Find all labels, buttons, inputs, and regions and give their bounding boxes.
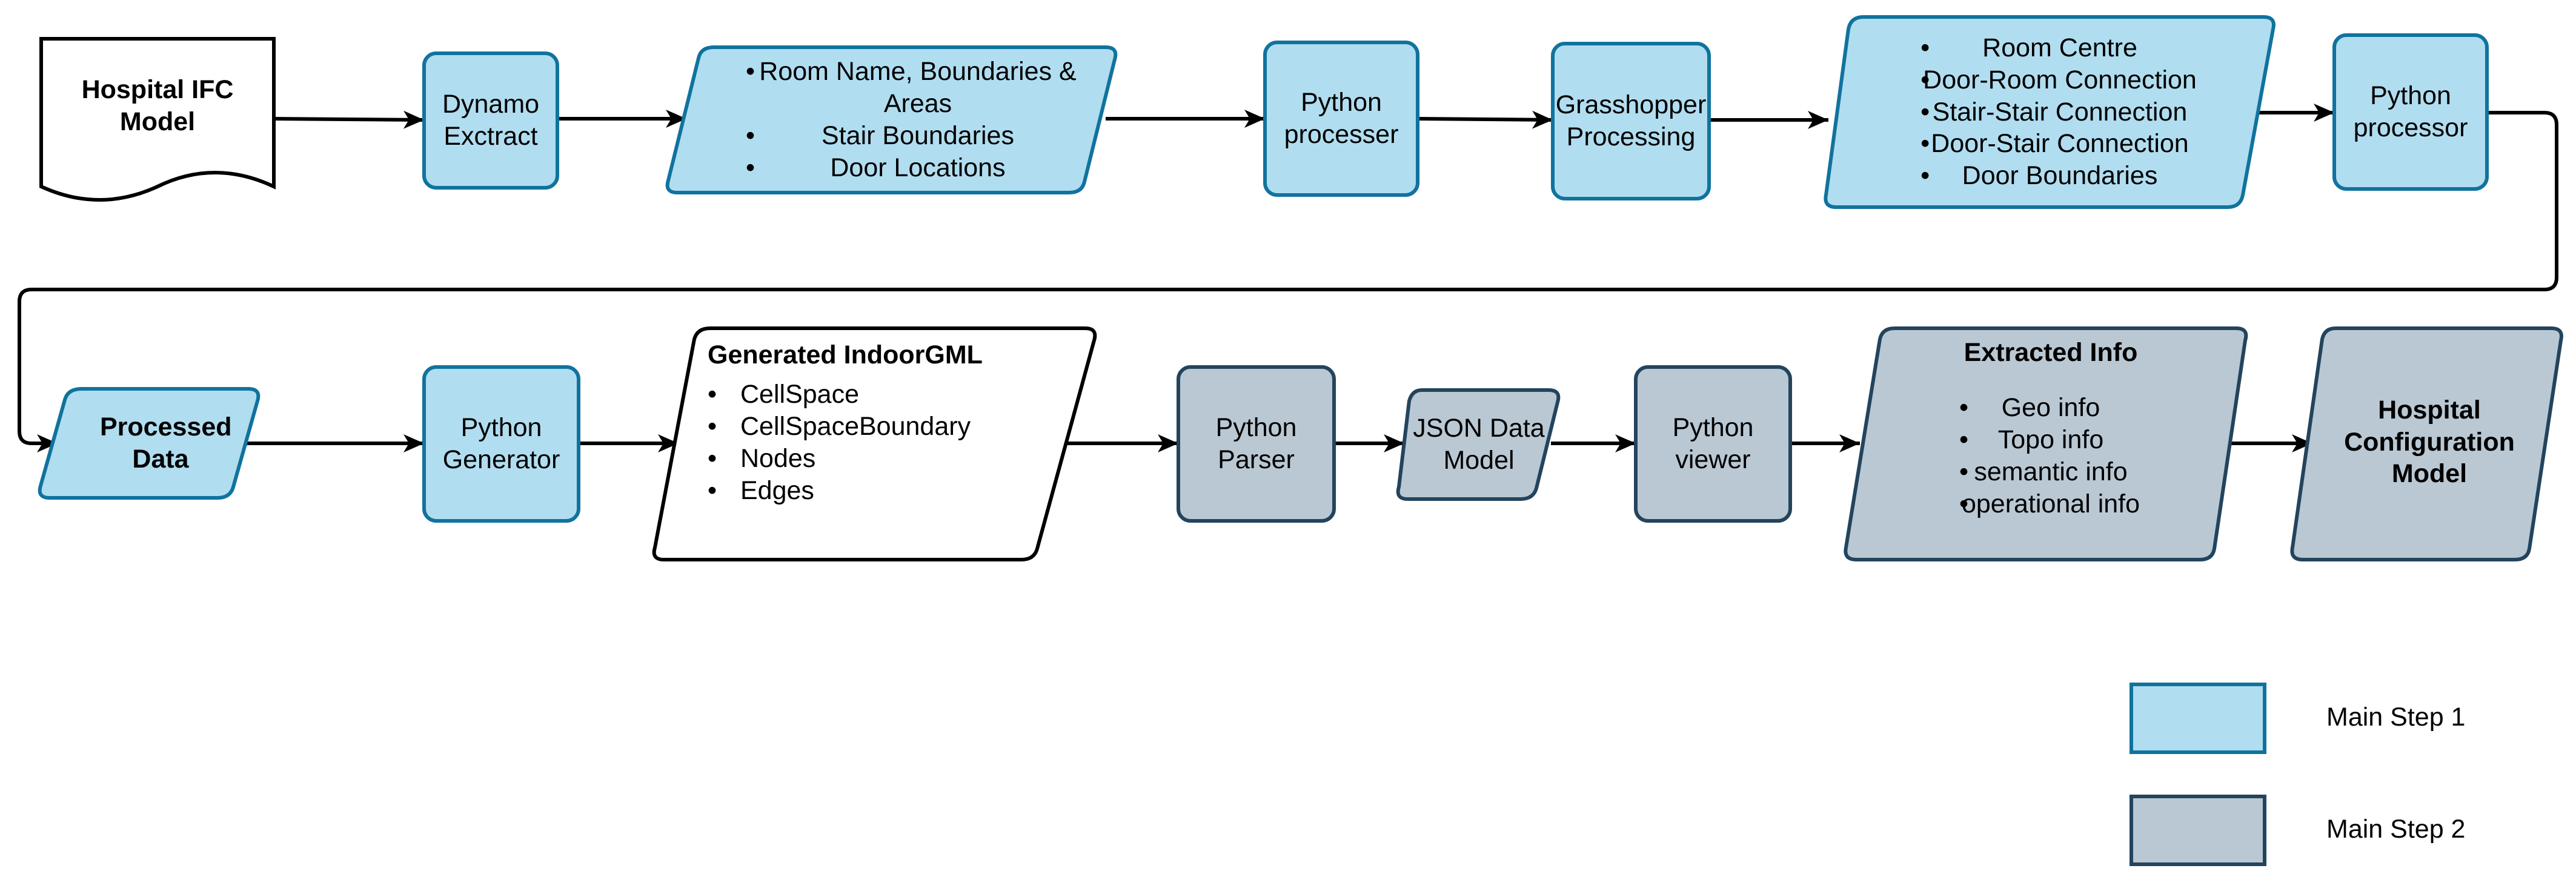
- extracted-items-label: Room Name, Boundaries & Areas Stair Boun…: [746, 52, 1087, 188]
- hospital-config-text: Hospital Configuration Model: [2344, 395, 2515, 489]
- connection-item: Door Boundaries: [1920, 160, 2197, 192]
- extracted-items-list: Room Name, Boundaries & Areas Stair Boun…: [746, 56, 1087, 184]
- grasshopper-label: Grasshopper Processing: [1555, 47, 1707, 195]
- grasshopper-text: Grasshopper Processing: [1555, 90, 1707, 151]
- indoorgml-list: CellSpace CellSpaceBoundary Nodes Edges: [708, 379, 971, 507]
- indoorgml-item: Edges: [708, 475, 971, 507]
- legend-label-step2: Main Step 2: [2326, 815, 2466, 844]
- extracted-info-list: Geo info Topo info semantic info operati…: [1959, 392, 2140, 520]
- hospital-config-parallelogram-shape: [2290, 326, 2563, 561]
- indoorgml-item: CellSpace: [708, 379, 971, 411]
- indoorgml-title: Generated IndoorGML: [708, 340, 983, 369]
- python-viewer-label: Python viewer: [1639, 371, 1787, 517]
- json-model-text: JSON Data Model: [1413, 414, 1545, 475]
- dynamo-text: Dynamo Exctract: [442, 90, 540, 151]
- arrow-python-processor-to-processed-data: [18, 111, 2558, 452]
- indoorgml-item: CellSpaceBoundary: [708, 411, 971, 443]
- python-parser-label: Python Parser: [1182, 371, 1330, 517]
- python-viewer-text: Python viewer: [1672, 413, 1754, 474]
- python-processer-text: Python processer: [1284, 88, 1399, 149]
- legend-swatch-step1: [2130, 683, 2266, 754]
- extracted-info-label: Extracted Info Geo info Topo info semant…: [1872, 337, 2229, 543]
- python-processor-shape: [2332, 33, 2489, 191]
- hospital-ifc-document-shape: [39, 37, 276, 202]
- hospital-ifc-label: Hospital IFC Model: [47, 67, 268, 145]
- processed-data-text: Processed Data: [100, 412, 232, 474]
- python-parser-text: Python Parser: [1215, 413, 1297, 474]
- connectors: [18, 104, 2558, 452]
- connection-item: Door-Stair Connection: [1920, 128, 2197, 160]
- extracted-item: Door Locations: [746, 152, 1087, 184]
- connection-item: Room Centre: [1920, 32, 2197, 64]
- python-processer-label: Python processer: [1269, 46, 1414, 191]
- extracted-info-item: Geo info: [1959, 392, 2140, 424]
- hospital-ifc-text: Hospital IFC Model: [81, 75, 234, 136]
- python-processer-shape: [1263, 41, 1419, 197]
- extracted-info-item: Topo info: [1959, 424, 2140, 456]
- hospital-config-label: Hospital Configuration Model: [2320, 339, 2538, 545]
- legend-label-step1: Main Step 1: [2326, 703, 2466, 732]
- json-model-label: JSON Data Model: [1399, 394, 1558, 495]
- python-viewer-shape: [1634, 365, 1792, 523]
- dynamo-label: Dynamo Exctract: [428, 57, 554, 184]
- extracted-item: Room Name, Boundaries & Areas: [746, 56, 1087, 120]
- python-processor-label: Python processor: [2338, 39, 2483, 185]
- connections-list: Room Centre Door-Room Connection Stair-S…: [1920, 32, 2197, 192]
- extracted-info-title: Extracted Info: [1964, 338, 2138, 367]
- grasshopper-shape: [1551, 42, 1711, 200]
- arrow-ifc-to-dynamo: [273, 110, 425, 129]
- connection-item: Stair-Stair Connection: [1920, 96, 2197, 128]
- legend-swatch-step2: [2130, 795, 2266, 866]
- connections-label: Room Centre Door-Room Connection Stair-S…: [1878, 22, 2242, 202]
- processed-data-label: Processed Data: [67, 392, 254, 494]
- extracted-info-item: operational info: [1959, 488, 2140, 520]
- python-generator-label: Python Generator: [428, 371, 575, 517]
- python-generator-text: Python Generator: [442, 413, 560, 474]
- dynamo-extract-shape: [422, 51, 559, 190]
- arrow-python-processer-to-grasshopper: [1417, 110, 1553, 129]
- indoorgml-label: Generated IndoorGML CellSpace CellSpaceB…: [708, 339, 1035, 545]
- connection-item: Door-Room Connection: [1920, 64, 2197, 96]
- extracted-info-item: semantic info: [1959, 456, 2140, 488]
- python-parser-shape: [1177, 365, 1336, 523]
- python-generator-shape: [422, 365, 580, 523]
- json-model-parallelogram-shape: [1396, 388, 1561, 501]
- extracted-item: Stair Boundaries: [746, 120, 1087, 152]
- python-processor-text: Python processor: [2353, 81, 2468, 142]
- processed-data-parallelogram-shape: [38, 387, 261, 500]
- indoorgml-item: Nodes: [708, 443, 971, 475]
